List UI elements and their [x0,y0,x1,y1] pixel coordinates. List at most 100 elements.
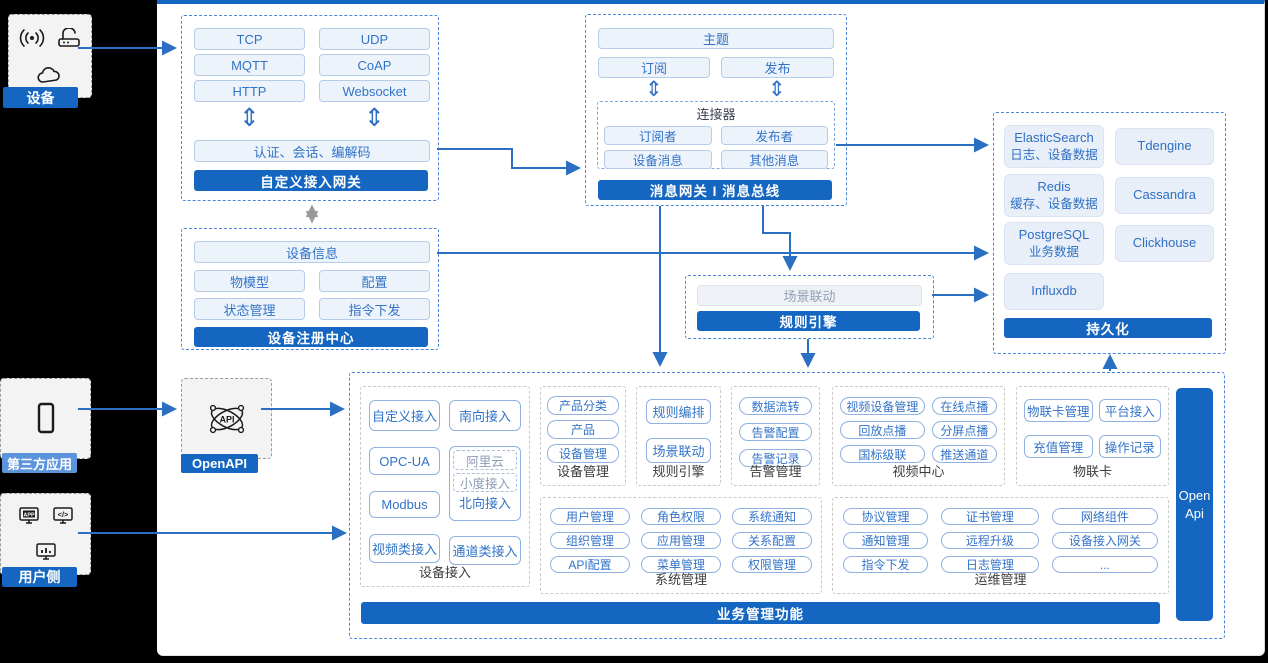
router-icon [58,28,80,47]
protocol-chip: Websocket [319,80,430,102]
rule-chip: 场景联动 [646,438,711,463]
db-influxdb: Influxdb [1004,273,1104,310]
api-network-icon: API [209,404,244,433]
business-title-bar: 业务管理功能 [361,602,1160,624]
ops-chip: 协议管理 [843,508,928,525]
section-ops-mgmt: 协议管理 证书管理 网络组件 通知管理 远程升级 设备接入网关 指令下发 日志管… [832,497,1169,594]
publish-chip: 发布 [721,57,834,78]
device-info-chip: 设备信息 [194,241,430,263]
access-chip: Modbus [369,491,440,518]
app-monitor-icon: APP [18,507,39,524]
protocol-udp: UDP [360,31,389,47]
protocol-chip: MQTT [194,54,305,76]
svg-text:</>: </> [57,510,68,519]
rail-label-device-text: 设备 [26,89,55,106]
section-label: 物联卡 [1072,464,1112,479]
connector-chip: 发布者 [720,126,828,145]
section-label: 设备接入 [418,565,471,580]
svg-text:API: API [219,414,234,424]
updown-double-arrow-icon: ⇕ [645,77,663,101]
iotcard-chip: 操作记录 [1098,435,1161,458]
rail-label-thirdparty: 第三方应用 [2,453,77,473]
cloud-icon [37,67,60,83]
rail-label-thirdparty-text: 第三方应用 [6,456,72,472]
access-chip: 南向接入 [449,400,521,431]
subscribe-chip: 订阅 [598,57,710,78]
db-cassandra: Cassandra [1115,177,1214,214]
ops-chip: 证书管理 [941,508,1039,525]
access-chip: 视频类接入 [369,534,440,563]
section-video-center: 视频设备管理 在线点播 回放点播 分屏点播 国标级联 推送通道 视频中心 [832,386,1005,486]
message-gateway-title: 消息网关 I 消息总线 [598,180,832,200]
section-label: 视频中心 [892,464,945,479]
protocol-http: HTTP [232,83,267,99]
broadcast-signal-icon [19,29,45,47]
thirdparty-icon-box [0,378,91,459]
registry-chip: 物模型 [194,270,305,292]
connector-title: 连接器 [696,107,736,122]
db-clickhouse: Clickhouse [1115,225,1214,262]
section-iot-card: 物联卡管理 平台接入 充值管理 操作记录 物联卡 [1016,386,1169,486]
north-access-box: 阿里云 小度接入 北向接入 [449,446,521,521]
sys-chip: 菜单管理 [641,556,721,573]
iotcard-chip: 平台接入 [1098,399,1161,422]
updown-double-arrow-icon: ⇕ [239,103,260,132]
sys-chip: 系统通知 [732,508,812,525]
protocol-chip: HTTP [194,80,305,102]
updown-double-arrow-icon: ⇕ [768,77,786,101]
rail-label-userside: 用户侧 [2,567,77,587]
access-chip: 通道类接入 [449,536,521,565]
section-label: 规则引擎 [652,464,705,479]
mgmt-chip: 产品 [547,420,619,439]
section-system-mgmt: 用户管理 角色权限 系统通知 组织管理 应用管理 关系配置 API配置 菜单管理… [540,497,822,594]
registry-chip: 状态管理 [194,298,305,320]
openapi-icon-box: API [181,378,272,459]
sys-chip: 角色权限 [641,508,721,525]
chart-monitor-icon [35,543,56,560]
section-label: 运维管理 [974,572,1027,587]
access-chip: 自定义接入 [369,400,440,431]
section-device-mgmt: 产品分类 产品 设备管理 设备管理 [540,386,626,486]
aliyun-chip: 阿里云 [453,450,517,470]
code-monitor-icon: </> [52,507,73,524]
rail-label-device: 设备 [3,87,78,108]
persistence-title: 持久化 [1004,318,1212,338]
ops-chip: 日志管理 [941,556,1039,573]
section-device-access: 自定义接入 OPC-UA Modbus 视频类接入 南向接入 阿里云 小度接入 … [360,386,530,587]
video-chip: 视频设备管理 [840,397,925,415]
connector-box: 连接器 订阅者 发布者 设备消息 其他消息 [597,101,835,169]
svg-text:APP: APP [23,512,35,518]
open-api-bar: Open Api [1176,388,1213,621]
ops-chip: 网络组件 [1051,508,1158,525]
mgmt-chip: 设备管理 [547,444,619,463]
sys-chip: 权限管理 [732,556,812,573]
auth-session-codec-chip: 认证、会话、编解码 [194,140,430,162]
section-label: 告警管理 [749,464,802,479]
ops-chip: 远程升级 [941,532,1039,549]
section-label: 系统管理 [654,572,707,587]
alarm-chip: 告警记录 [739,449,812,467]
db-tdengine: Tdengine [1115,128,1214,165]
rail-label-userside-text: 用户侧 [18,569,61,585]
protocol-coap: CoAP [357,57,392,73]
sys-chip: API配置 [550,556,630,573]
section-label: 设备管理 [556,464,609,479]
connector-chip: 订阅者 [604,126,712,145]
alarm-chip: 数据流转 [739,397,812,415]
ops-chip: 通知管理 [843,532,928,549]
video-chip: 回放点播 [840,421,925,439]
section-alarm-mgmt: 数据流转 告警配置 告警记录 告警管理 [731,386,820,486]
openapi-label: OpenAPI [181,454,258,473]
video-chip: 分屏点播 [931,421,997,439]
connector-chip: 设备消息 [604,150,712,169]
rule-engine-title: 规则引擎 [697,311,920,331]
updown-double-arrow-icon: ⇕ [364,103,385,132]
ops-chip: 设备接入网关 [1051,532,1158,549]
registry-title: 设备注册中心 [194,327,428,347]
userside-icon-box: APP </> [0,493,91,575]
xiaodu-chip: 小度接入 [453,473,517,492]
